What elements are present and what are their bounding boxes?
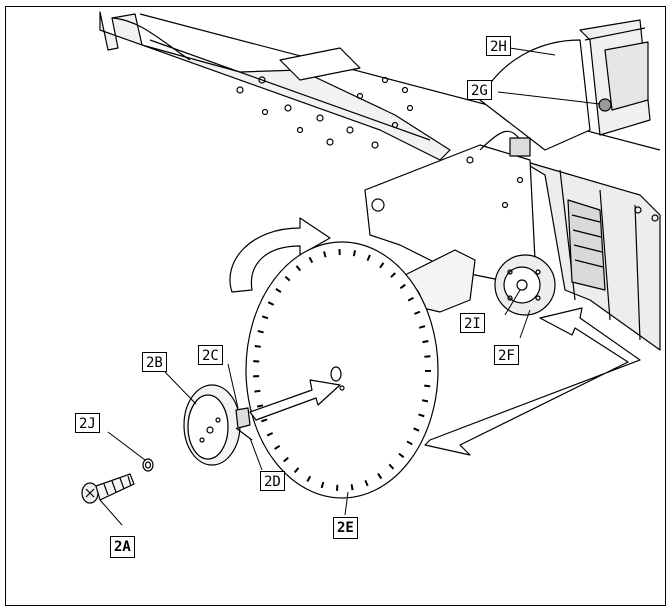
outer-flange (183, 384, 253, 466)
blade-housing (519, 159, 661, 351)
callout-2D: 2D (260, 471, 285, 491)
callout-2A: 2A (110, 536, 135, 558)
callout-2E: 2E (333, 517, 358, 539)
saw-blade (245, 241, 439, 499)
arbor-flange (494, 254, 556, 316)
arbor-bolt (81, 473, 135, 504)
callout-2C: 2C (198, 345, 223, 365)
callout-2J: 2J (75, 413, 100, 433)
blade-guard (479, 19, 651, 151)
leader-lines (99, 47, 601, 526)
machine-frame (99, 11, 661, 161)
callout-2I: 2I (460, 313, 485, 333)
insert-arrow (249, 379, 341, 421)
path-arrow (424, 307, 641, 456)
callout-2G: 2G (467, 80, 492, 100)
callout-2F: 2F (494, 345, 519, 365)
callout-2H: 2H (486, 36, 511, 56)
washer (142, 458, 154, 472)
rotation-arrow (229, 217, 331, 293)
mount-plate (364, 130, 536, 281)
callout-2B: 2B (142, 352, 167, 372)
